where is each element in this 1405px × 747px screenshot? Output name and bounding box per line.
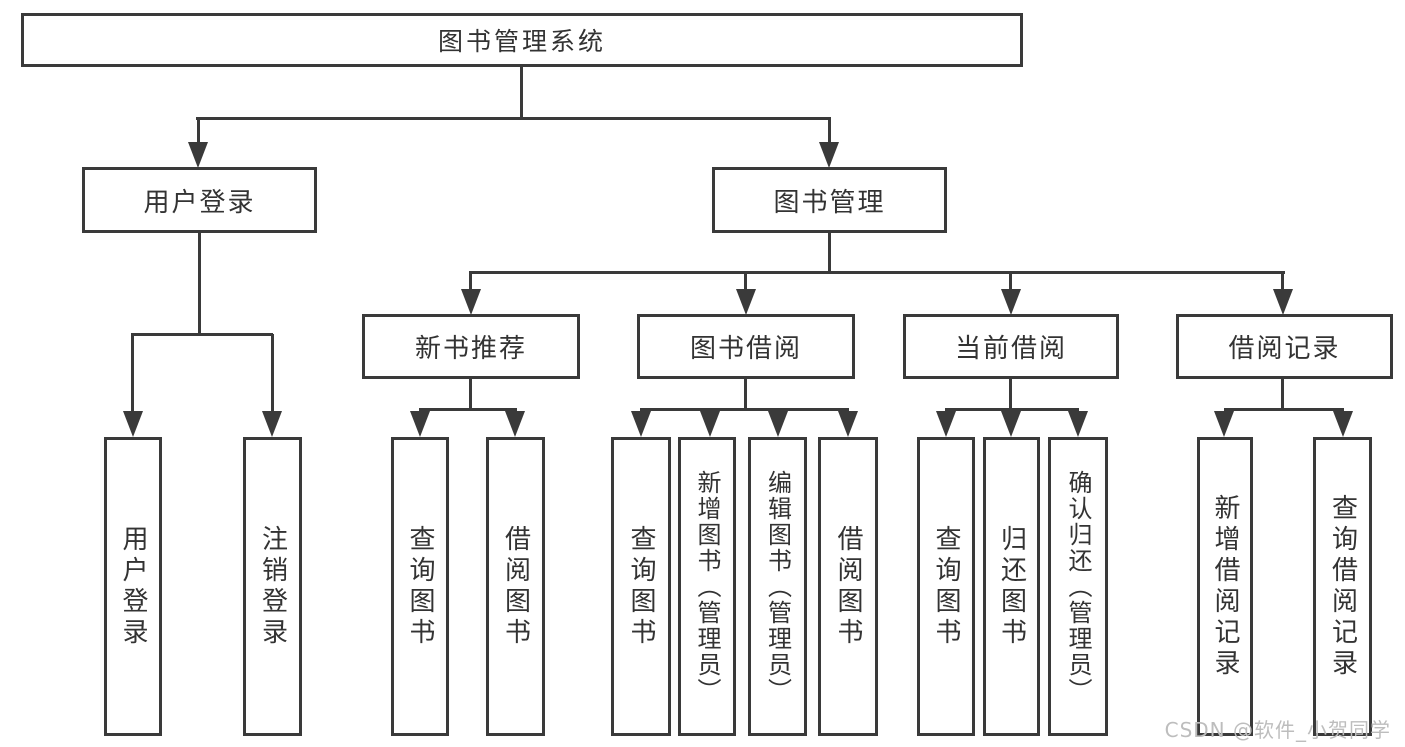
arrow-down-icon (1214, 411, 1234, 437)
arrow-down-icon (700, 411, 720, 437)
leaf-borrow-books: 借阅图书 (818, 437, 878, 736)
connector-line (744, 378, 747, 411)
node-book-management: 图书管理 (712, 167, 947, 233)
connector-line (1281, 378, 1284, 411)
watermark: CSDN @软件_小贺同学 (1164, 718, 1391, 742)
connector-line (198, 232, 201, 336)
connector-line (828, 119, 831, 145)
arrow-down-icon (736, 289, 756, 315)
leaf-add-borrow-record: 新增借阅记录 (1197, 437, 1253, 736)
connector-line (828, 232, 831, 274)
leaf-logout: 注销登录 (243, 437, 302, 736)
connector-line (520, 66, 523, 120)
connector-line (197, 119, 200, 145)
connector-line (945, 408, 1079, 411)
leaf-query-books-recommend: 查询图书 (391, 437, 449, 736)
arrow-down-icon (631, 411, 651, 437)
node-user-login: 用户登录 (82, 167, 317, 233)
connector-line (469, 272, 472, 290)
leaf-return-books: 归还图书 (983, 437, 1040, 736)
leaf-query-borrow-record: 查询借阅记录 (1313, 437, 1372, 736)
arrow-down-icon (936, 411, 956, 437)
connector-line (1009, 378, 1012, 411)
connector-line (1281, 272, 1284, 290)
arrow-down-icon (461, 289, 481, 315)
node-current-borrowing: 当前借阅 (903, 314, 1119, 379)
arrow-down-icon (1001, 411, 1021, 437)
connector-line (271, 334, 274, 412)
arrow-down-icon (123, 411, 143, 437)
leaf-edit-books-admin: 编辑图书（管理员） (748, 437, 807, 736)
leaf-borrow-books-recommend: 借阅图书 (486, 437, 545, 736)
connector-line (419, 408, 517, 411)
leaf-confirm-return-admin: 确认归还（管理员） (1048, 437, 1108, 736)
connector-line (1009, 272, 1012, 290)
arrow-down-icon (410, 411, 430, 437)
leaf-user-login: 用户登录 (104, 437, 162, 736)
leaf-query-books-current: 查询图书 (917, 437, 975, 736)
connector-line (1224, 408, 1344, 411)
arrow-down-icon (1001, 289, 1021, 315)
node-new-book-recommendation: 新书推荐 (362, 314, 580, 379)
arrow-down-icon (1068, 411, 1088, 437)
node-book-borrowing: 图书借阅 (637, 314, 855, 379)
leaf-query-books-borrow: 查询图书 (611, 437, 671, 736)
node-library-system: 图书管理系统 (21, 13, 1023, 67)
connector-line (469, 378, 472, 411)
connector-line (131, 334, 134, 412)
leaf-add-books-admin: 新增图书（管理员） (678, 437, 736, 736)
connector-line (131, 333, 273, 336)
arrow-down-icon (838, 411, 858, 437)
arrow-down-icon (1273, 289, 1293, 315)
connector-line (640, 408, 849, 411)
arrow-down-icon (819, 142, 839, 168)
arrow-down-icon (1333, 411, 1353, 437)
connector-line (196, 117, 831, 120)
arrow-down-icon (188, 142, 208, 168)
connector-line (744, 272, 747, 290)
arrow-down-icon (262, 411, 282, 437)
node-borrowing-records: 借阅记录 (1176, 314, 1393, 379)
arrow-down-icon (505, 411, 525, 437)
arrow-down-icon (768, 411, 788, 437)
connector-line (469, 271, 1285, 274)
